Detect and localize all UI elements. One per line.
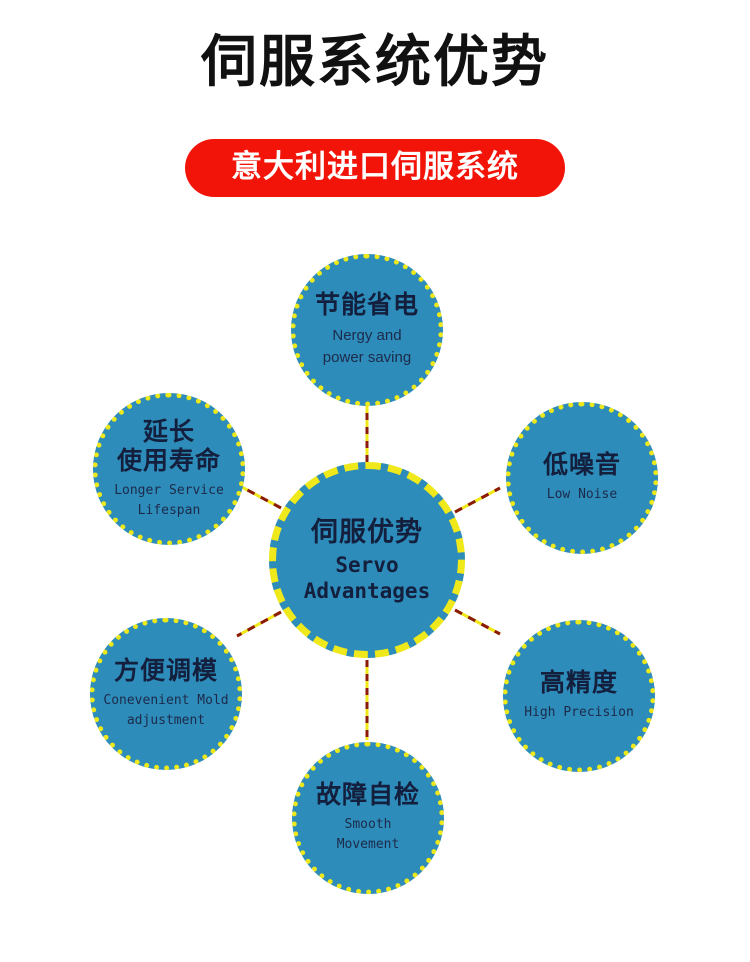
bubble-long-lifespan[interactable]: 延长 使用寿命 Longer Service Lifespan [93, 393, 245, 545]
bubble-self-check-cn: 故障自检 [315, 781, 420, 809]
bubble-long-lifespan-en: Longer Service Lifespan [114, 482, 224, 518]
bubble-mold-adjust-en: Conevenient Mold adjustment [103, 693, 229, 728]
bubble-center-servo-advantages[interactable]: 伺服优势 Servo Advantages [269, 462, 465, 658]
bubble-energy-saving[interactable]: 节能省电 Nergy and power saving [291, 254, 443, 406]
bubble-mold-adjust[interactable]: 方便调模 Conevenient Mold adjustment [90, 618, 242, 770]
bubble-mold-adjust-cn: 方便调模 [113, 657, 218, 685]
bubble-high-precision-en: High Precision [524, 705, 634, 720]
bubble-center-cn: 伺服优势 [311, 517, 423, 547]
badge-container: 意大利进口伺服系统 [0, 139, 750, 197]
bubble-high-precision-cn: 高精度 [539, 669, 618, 697]
page-title: 伺服系统优势 [201, 32, 549, 94]
bubble-energy-saving-cn: 节能省电 [314, 291, 419, 319]
import-servo-badge: 意大利进口伺服系统 [185, 139, 565, 197]
bubble-high-precision[interactable]: 高精度 High Precision [503, 620, 655, 772]
bubble-low-noise-cn: 低噪音 [542, 451, 621, 479]
bubble-long-lifespan-cn: 延长 使用寿命 [116, 417, 221, 475]
bubble-self-check[interactable]: 故障自检 Smooth Movement [292, 742, 444, 894]
bubble-self-check-en: Smooth Movement [336, 817, 400, 852]
bubble-energy-saving-en: Nergy and power saving [322, 327, 412, 366]
bubble-center-en: Servo Advantages [303, 553, 431, 603]
bubble-low-noise[interactable]: 低噪音 Low Noise [506, 402, 658, 554]
bubble-low-noise-en: Low Noise [546, 487, 618, 502]
